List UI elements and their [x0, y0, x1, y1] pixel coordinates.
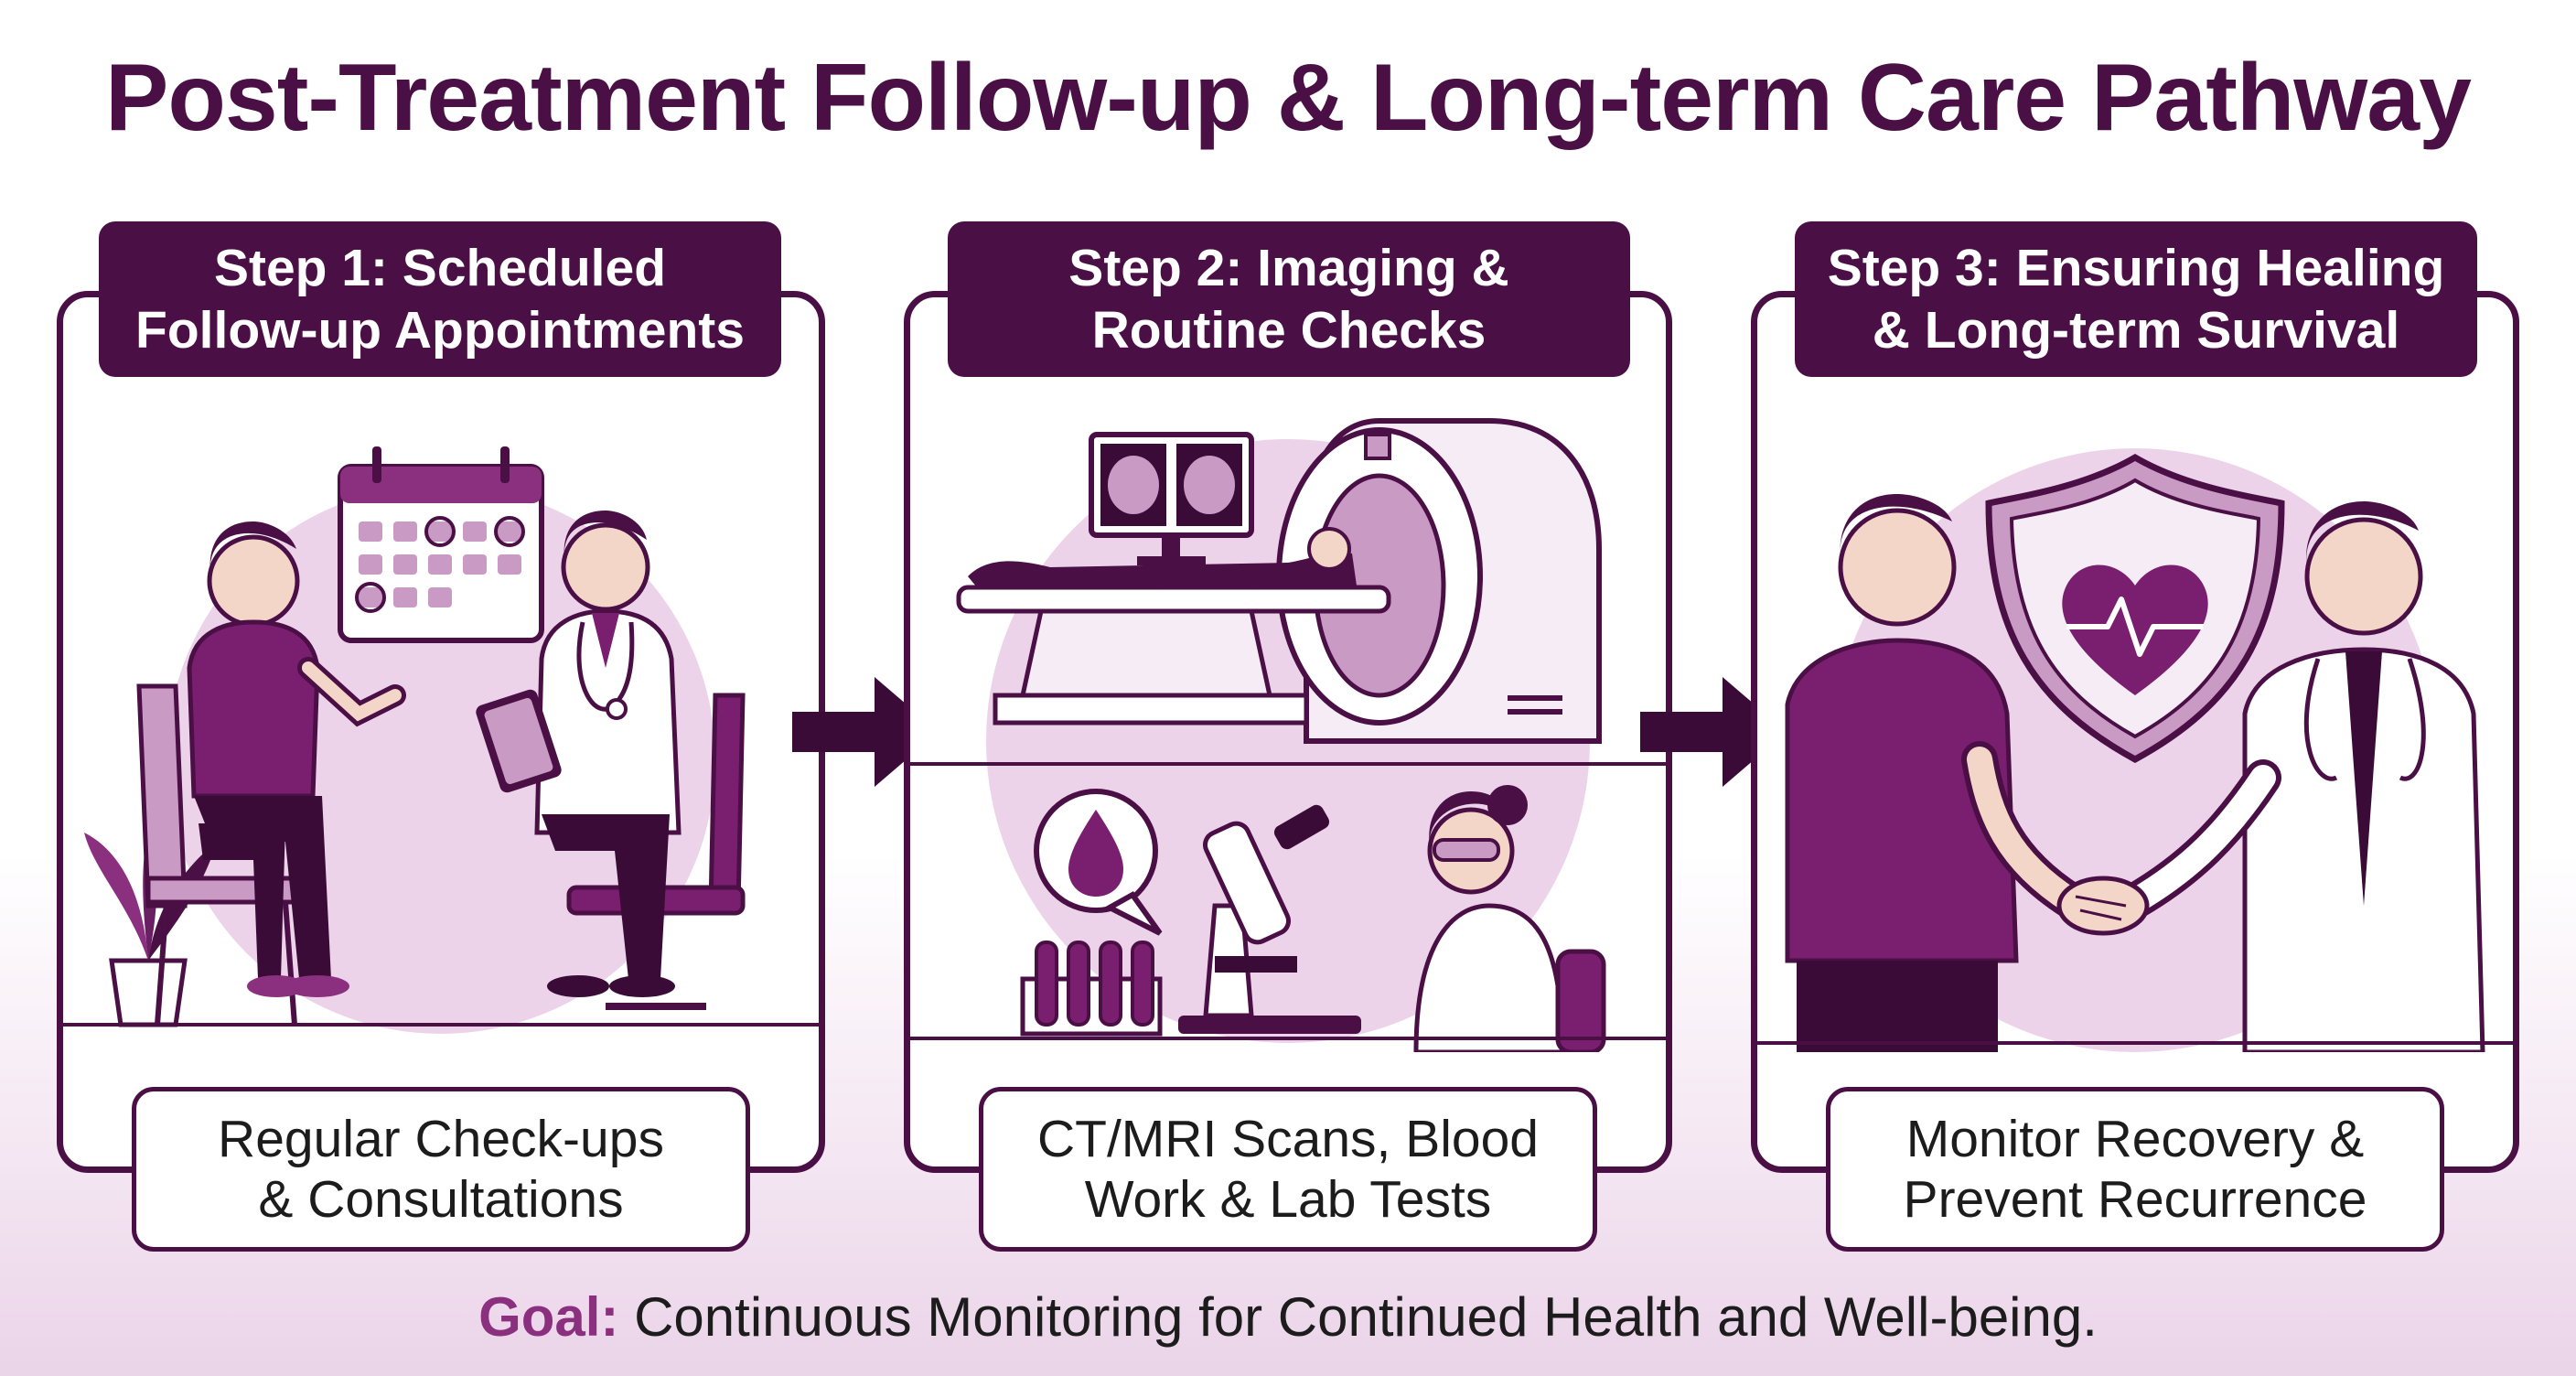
- lab-technician-figure: [1413, 785, 1606, 1052]
- step-1-caption-line1: Regular Check-ups: [218, 1110, 664, 1168]
- doctor-figure: [2117, 501, 2485, 1052]
- arrow-right-icon: [1640, 677, 1787, 787]
- step-2-caption-line2: Work & Lab Tests: [1084, 1170, 1492, 1229]
- patient-figure: [1785, 494, 2089, 1052]
- doctor-figure: [476, 511, 682, 997]
- step-1-header-line1: Step 1: Scheduled: [213, 239, 667, 297]
- step-2-header-line1: Step 2: Imaging &: [1068, 239, 1509, 297]
- step-3-caption-line2: Prevent Recurrence: [1903, 1170, 2367, 1229]
- blood-drop-icon: [1034, 789, 1163, 936]
- handshake-icon: [2056, 876, 2150, 936]
- goal-text: Continuous Monitoring for Continued Heal…: [634, 1286, 2098, 1348]
- stethoscope-icon: [2303, 658, 2426, 781]
- calendar-icon: [338, 446, 544, 643]
- step-3-header-line2: & Long-term Survival: [1872, 301, 2400, 360]
- step-3-caption: Monitor Recovery &Prevent Recurrence: [1826, 1087, 2444, 1252]
- step-2-header: Step 2: Imaging &Routine Checks: [948, 221, 1630, 377]
- stethoscope-icon: [576, 621, 635, 720]
- tablet-icon: [476, 689, 562, 793]
- test-tubes-icon: [1020, 941, 1163, 1037]
- step-1-illustration: [57, 446, 825, 1034]
- step-3-caption-line1: Monitor Recovery &: [1905, 1110, 2365, 1168]
- patient-figure: [187, 521, 406, 997]
- arrow-right-icon: [792, 677, 939, 787]
- page-title: Post-Treatment Follow-up & Long-term Car…: [105, 45, 2472, 151]
- step-3-illustration: [1751, 448, 2519, 1052]
- step-2-illustration: [904, 418, 1672, 1052]
- goal-label: Goal:: [478, 1286, 619, 1348]
- mri-scanner-icon: [1276, 418, 1602, 744]
- step-3-header: Step 3: Ensuring Healing& Long-term Surv…: [1795, 221, 2477, 377]
- brain-scan-monitor-icon: [1089, 432, 1254, 565]
- shield-heart-icon: [1985, 453, 2285, 763]
- step-1-header-line2: Follow-up Appointments: [135, 301, 745, 360]
- microscope-icon: [1178, 804, 1361, 1034]
- goal-statement: Goal: Continuous Monitoring for Continue…: [0, 1285, 2576, 1349]
- step-2-header-line2: Routine Checks: [1091, 301, 1487, 360]
- step-3-header-line1: Step 3: Ensuring Healing: [1827, 239, 2445, 297]
- step-2-caption-line1: CT/MRI Scans, Blood: [1036, 1110, 1539, 1168]
- step-1-caption-line2: & Consultations: [258, 1170, 624, 1229]
- step-1-caption: Regular Check-ups& Consultations: [132, 1087, 750, 1252]
